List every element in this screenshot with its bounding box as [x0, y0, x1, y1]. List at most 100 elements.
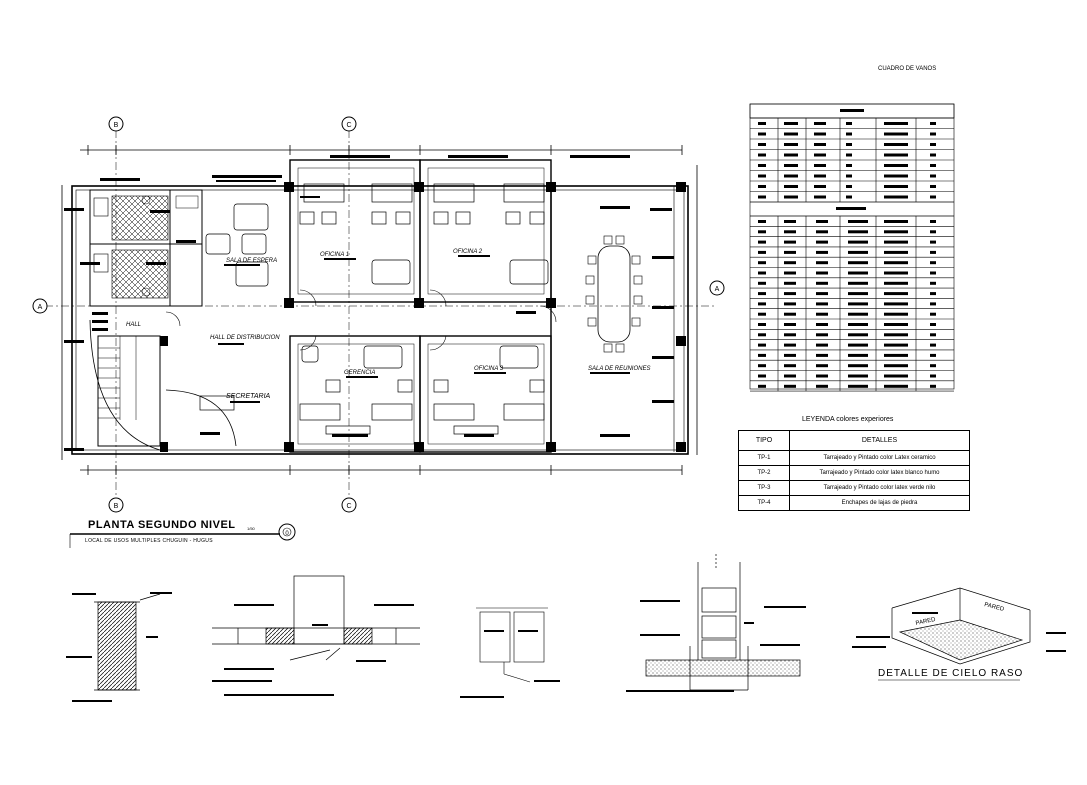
vanos-cell-mark — [814, 164, 826, 167]
vanos-cell-mark — [784, 164, 798, 167]
vanos-cell-mark — [848, 364, 868, 368]
room-label-oficina1: OFICINA 1 — [320, 252, 349, 258]
vanos-cell-mark — [814, 174, 826, 178]
vanos-cell-mark — [816, 250, 828, 254]
table-row: TP-4 Enchapes de lajas de piedra — [738, 495, 970, 511]
vanos-cell-mark — [758, 195, 766, 199]
vanos-cell-mark — [816, 333, 828, 337]
vanos-cell-mark — [884, 302, 908, 306]
vanos-cell-mark — [930, 261, 936, 265]
door-detail — [212, 575, 420, 661]
axis-label-b-top: B — [114, 122, 119, 129]
vanos-cell-mark — [884, 343, 908, 347]
vanos-cell-mark — [758, 343, 766, 347]
plan-title-block — [69, 523, 296, 548]
vanos-cell-mark — [930, 143, 936, 146]
vanos-cell-mark — [784, 364, 796, 368]
vanos-cell-mark — [758, 271, 766, 275]
vanos-cell-mark — [930, 281, 936, 285]
vanos-cell-mark — [930, 220, 936, 223]
room-label-oficina3: OFICINA 3 — [474, 366, 504, 372]
vanos-cell-mark — [784, 143, 798, 146]
vanos-cell-mark — [930, 122, 936, 125]
vanos-cell-mark — [784, 153, 798, 157]
vanos-cell-mark — [848, 250, 868, 254]
vanos-cell-mark — [784, 174, 798, 178]
vanos-cell-mark — [816, 230, 828, 234]
vanos-cell-mark — [930, 364, 936, 368]
vanos-cell-mark — [930, 323, 936, 326]
room-label-hall: HALL — [126, 322, 141, 328]
vanos-cell-mark — [784, 132, 798, 136]
vanos-cell-mark — [930, 250, 936, 254]
vanos-cell-mark — [814, 153, 826, 157]
vanos-cell-mark — [884, 261, 908, 265]
vanos-cell-mark — [846, 122, 852, 125]
vanos-cell-mark — [848, 384, 868, 388]
vanos-cell-mark — [758, 230, 766, 234]
vanos-cell-mark — [816, 271, 828, 275]
vanos-cell-mark — [784, 323, 796, 326]
vanos-cell-mark — [758, 164, 766, 167]
vanos-cell-mark — [884, 384, 908, 388]
vanos-cell-mark — [784, 353, 796, 357]
vanos-cell-mark — [884, 143, 908, 146]
table-row: TP-3 Tarrajeado y Pintado color latex ve… — [738, 480, 970, 496]
vanos-cell-mark — [784, 271, 796, 275]
room-label-hall-distribucion: HALL DE DISTRIBUCION — [210, 335, 280, 341]
axis-label-c-bottom: C — [346, 503, 351, 510]
legend-table: TIPO DETALLES TP-1 Tarrajeado y Pintado … — [738, 430, 970, 511]
vanos-cell-mark — [884, 353, 908, 357]
vanos-cell-mark — [848, 333, 868, 337]
vanos-cell-mark — [848, 271, 868, 275]
wall-detail — [94, 593, 161, 691]
vanos-cell-mark — [930, 185, 936, 188]
vanos-cell-mark — [884, 240, 908, 244]
vanos-cell-mark — [840, 109, 864, 112]
axis-label-c-top: C — [346, 122, 351, 129]
ceiling-detail — [891, 587, 1031, 665]
vanos-cell-mark — [816, 261, 828, 265]
vanos-cell-mark — [884, 250, 908, 254]
vanos-cell-mark — [758, 364, 766, 368]
vanos-cell-mark — [784, 312, 796, 316]
vanos-cell-mark — [758, 185, 766, 188]
plan-title: PLANTA SEGUNDO NIVEL — [88, 519, 236, 531]
vanos-cell-mark — [784, 374, 796, 378]
vanos-cell-mark — [784, 220, 796, 223]
room-label-sala-espera: SALA DE ESPERA — [226, 258, 277, 264]
vanos-cell-mark — [758, 174, 766, 178]
section-marker-number: 0 — [285, 531, 289, 537]
vanos-cell-mark — [930, 384, 936, 388]
legend-tipo: TP-3 — [738, 480, 790, 496]
vanos-cell-mark — [930, 164, 936, 167]
vanos-cell-mark — [758, 132, 766, 136]
vanos-cell-mark — [784, 240, 796, 244]
vanos-cell-mark — [848, 240, 868, 244]
vanos-cell-mark — [846, 143, 852, 146]
axis-bubbles — [32, 116, 725, 513]
vanos-cell-mark — [884, 230, 908, 234]
vanos-cell-mark — [846, 153, 852, 157]
vanos-cell-mark — [816, 302, 828, 306]
vanos-cell-mark — [816, 323, 828, 326]
vanos-cell-mark — [758, 143, 766, 146]
vanos-cell-mark — [884, 153, 908, 157]
vanos-cell-mark — [758, 153, 766, 157]
foundation-detail — [645, 554, 801, 691]
vanos-cell-mark — [930, 153, 936, 157]
vanos-title: CUADRO DE VANOS — [878, 66, 937, 72]
room-label-sala-reuniones: SALA DE REUNIONES — [588, 366, 650, 372]
vanos-cell-mark — [930, 240, 936, 244]
vanos-cell-mark — [758, 312, 766, 316]
vanos-cell-mark — [836, 207, 866, 210]
vanos-cell-mark — [814, 122, 826, 125]
vanos-cell-mark — [930, 302, 936, 306]
vanos-cell-mark — [848, 230, 868, 234]
vanos-cell-mark — [930, 292, 936, 296]
vanos-cell-mark — [884, 185, 908, 188]
vanos-cell-mark — [884, 164, 908, 167]
vanos-cell-mark — [784, 343, 796, 347]
vanos-cell-mark — [758, 122, 766, 125]
vanos-cell-mark — [784, 302, 796, 306]
